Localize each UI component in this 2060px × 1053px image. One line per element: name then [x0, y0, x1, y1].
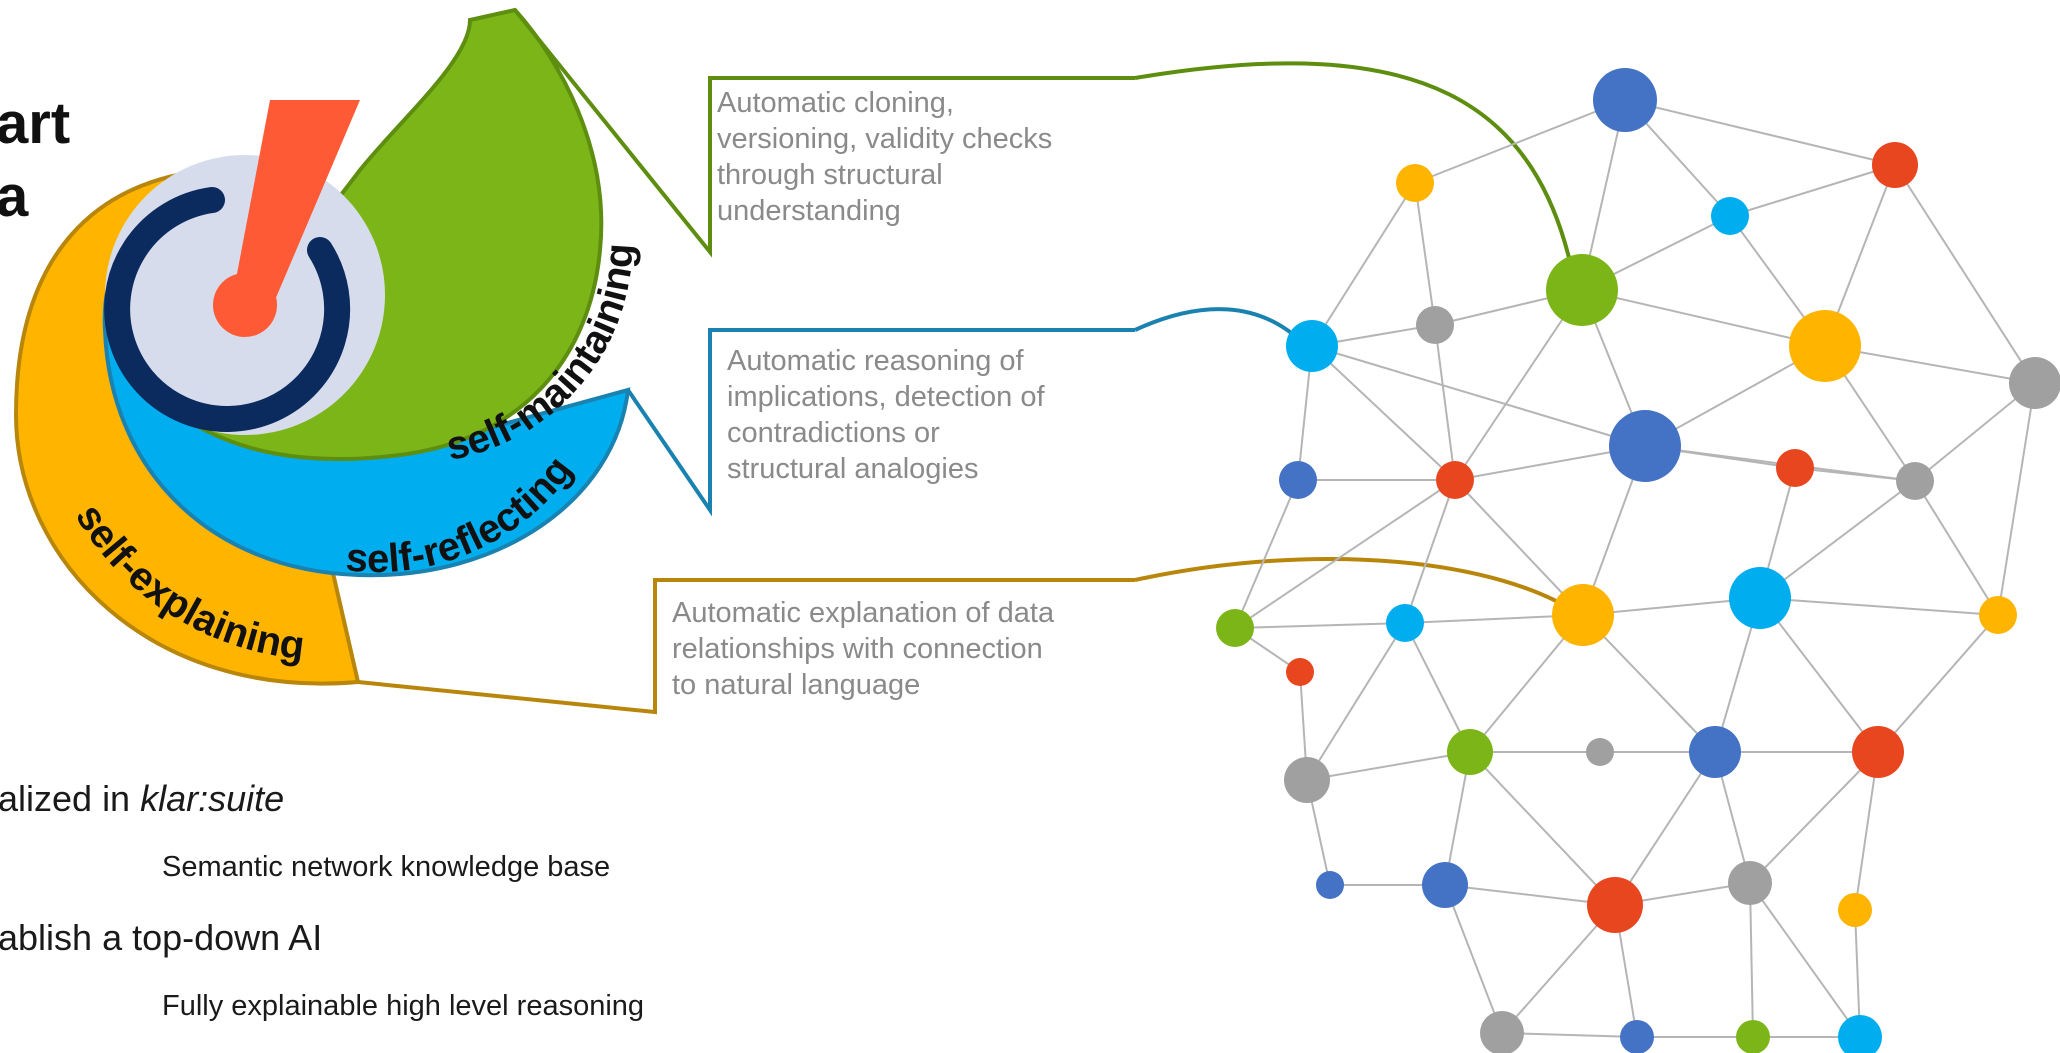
network-node-green [1216, 609, 1254, 647]
network-edge [1749, 751, 1879, 884]
network-edge [1404, 622, 1471, 753]
network-node-gray [2009, 357, 2060, 409]
network-edge [1582, 614, 1716, 753]
network-node-orange [1979, 596, 2017, 634]
bullet-realized: alized in klar:suite [0, 778, 284, 820]
bullet-establish: ablish a top-down AI [0, 917, 323, 958]
network-node-darkblue [1620, 1020, 1654, 1053]
network-node-darkblue [1689, 726, 1741, 778]
network-node-red [1436, 461, 1474, 499]
network-node-red [1776, 449, 1814, 487]
title-line-2: a [0, 164, 29, 229]
network-node-darkblue [1609, 410, 1681, 482]
network-nodes [1216, 68, 2060, 1053]
network-edge [1444, 884, 1503, 1034]
exclamation-dot [213, 273, 277, 337]
network-edge [1306, 751, 1471, 781]
bullet-realized-prefix: alized in [0, 778, 141, 819]
network-node-orange [1789, 310, 1861, 382]
network-edge [1624, 99, 1896, 166]
network-node-green [1546, 254, 1618, 326]
network-edge [1759, 480, 1916, 599]
network-node-blue [1729, 567, 1791, 629]
network-node-green [1736, 1020, 1770, 1053]
network-node-red [1872, 142, 1918, 188]
network-edge [1311, 345, 1456, 481]
network-node-blue [1386, 604, 1424, 642]
network-edge [1877, 614, 1999, 753]
network-node-darkblue [1593, 68, 1657, 132]
network-edge [1729, 164, 1896, 217]
network-edge [1614, 751, 1716, 906]
network-node-red [1587, 877, 1643, 933]
network-node-gray [1416, 306, 1454, 344]
network-edge [1414, 182, 1436, 326]
network-edge [1234, 622, 1406, 629]
network-node-darkblue [1316, 871, 1344, 899]
network-node-darkblue [1279, 461, 1317, 499]
network-node-gray [1480, 1011, 1524, 1053]
network-node-gray [1284, 757, 1330, 803]
network-node-blue [1711, 197, 1749, 235]
network-edge [1234, 479, 1456, 629]
self-spiral-graphic: self-explaining self-reflecting self-mai… [13, 7, 642, 686]
network-edge [1454, 479, 1584, 616]
network-edge [1894, 164, 2036, 384]
network-edge [1501, 904, 1616, 1034]
title-line-1: art [0, 91, 71, 156]
network-node-blue [1838, 1015, 1882, 1053]
network-node-gray [1896, 462, 1934, 500]
network-edge [1306, 622, 1406, 781]
network-edge [1414, 99, 1626, 184]
network-edge [1759, 597, 1879, 753]
network-edge [1501, 1032, 1638, 1038]
network-edge [1914, 480, 1999, 616]
network-edge [1434, 324, 1456, 481]
network-node-red [1286, 658, 1314, 686]
maintaining-callout: Automatic cloning, versioning, validity … [717, 87, 1053, 227]
bullet-realized-sub: Semantic network knowledge base [162, 851, 611, 883]
network-node-gray [1728, 861, 1772, 905]
network-edge [1234, 479, 1299, 629]
exclamation-icon [232, 100, 360, 300]
network-edge [1997, 382, 2036, 616]
network-edge [1404, 479, 1456, 624]
product-name: klar:suite [140, 778, 285, 819]
reflecting-callout: Automatic reasoning of implications, det… [727, 345, 1045, 485]
network-node-orange [1552, 584, 1614, 646]
network-node-gray [1586, 738, 1614, 766]
network-node-blue [1286, 320, 1338, 372]
network-edge [1444, 884, 1616, 906]
network-edge [1759, 597, 1999, 616]
network-edge [1469, 751, 1616, 906]
network-edge [1311, 182, 1416, 347]
network-edge [1854, 751, 1879, 911]
network-node-red [1852, 726, 1904, 778]
network-edge [1311, 345, 1646, 447]
network-node-darkblue [1422, 862, 1468, 908]
network-node-orange [1838, 893, 1872, 927]
power-ring-icon [104, 187, 351, 432]
network-edge [1749, 882, 1861, 1038]
network-edge [1794, 467, 1916, 482]
network-node-orange [1396, 164, 1434, 202]
network-node-green [1447, 729, 1493, 775]
explaining-callout: Automatic explanation of data relationsh… [672, 597, 1055, 701]
bullet-establish-sub: Fully explainable high level reasoning [162, 990, 645, 1022]
network-edge [1581, 289, 1826, 347]
network-edge [1454, 289, 1583, 481]
network-edge [1749, 882, 1754, 1038]
